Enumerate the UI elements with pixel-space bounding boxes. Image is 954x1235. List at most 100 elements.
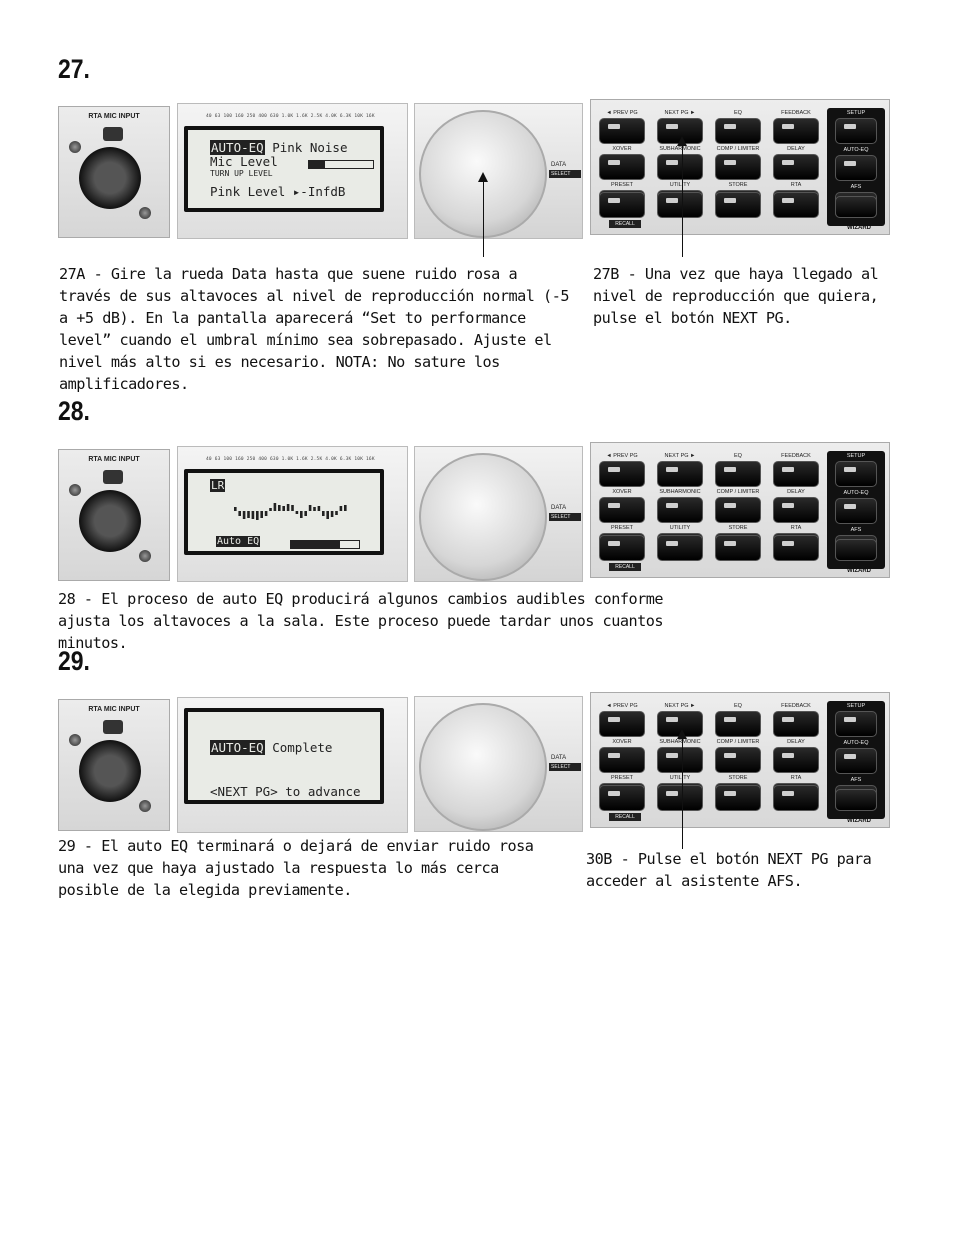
keypad-button[interactable] [657,192,703,218]
keypad-button-label: UTILITY [669,525,691,531]
screw-icon [139,207,151,219]
keypad-button[interactable] [773,192,819,218]
keypad-button[interactable] [599,747,645,773]
data-wheel[interactable] [419,703,547,831]
keypad-button-label: PRESET [610,775,633,781]
keypad-button[interactable] [773,118,819,144]
keypad-button[interactable] [599,461,645,487]
keypad-button[interactable] [657,461,703,487]
screw-icon [69,141,81,153]
eq-bar [286,504,290,511]
lcd-mode-badge: AUTO-EQ [210,740,265,755]
eq-bar [264,511,268,516]
wizard-button[interactable] [835,196,877,218]
lcd-line1: Pink Noise [272,140,348,155]
keypad-button[interactable] [599,711,645,737]
led-indicator [666,503,678,508]
keypad-button-label: SUBHARMONIC [659,739,701,745]
keypad-button[interactable] [773,154,819,180]
wizard-button[interactable] [835,789,877,811]
keypad-button[interactable] [599,192,645,218]
keypad-button[interactable] [715,747,761,773]
callout-arrow-icon [478,172,488,182]
keypad-button[interactable] [773,747,819,773]
wizard-button[interactable] [835,539,877,561]
keypad-button[interactable] [657,535,703,561]
keypad-button-label: STORE [728,182,748,188]
led-indicator [608,717,620,722]
wizard-button-label: AUTO-EQ [843,490,869,496]
led-indicator [844,124,856,129]
caption-28: 28 - El proceso de auto EQ producirá alg… [58,590,664,652]
led-indicator [724,198,736,203]
lcd-line3: TURN UP LEVEL [210,169,273,178]
keypad-button[interactable] [715,461,761,487]
keypad-button[interactable] [715,497,761,523]
step-number: 29. [58,646,90,676]
keypad-button[interactable] [657,747,703,773]
wizard-button[interactable] [835,711,877,737]
eq-bar [273,503,277,511]
frequency-labels: 40 63 100 160 250 400 630 1.0K 1.6K 2.5K… [206,114,375,119]
led-indicator [782,753,794,758]
wizard-label: WIZARD [847,818,871,824]
screw-icon [139,550,151,562]
led-indicator [724,541,736,546]
keypad-button-label: RTA [790,182,802,188]
keypad-button[interactable] [715,118,761,144]
caption-27b: 27B - Una vez que haya llegado al nivel … [593,265,879,327]
led-indicator [844,161,856,166]
led-indicator [666,124,678,129]
data-wheel[interactable] [419,453,547,581]
keypad-button[interactable] [715,154,761,180]
keypad-button[interactable] [599,535,645,561]
led-indicator [724,791,736,796]
recall-label: RECALL [609,563,641,571]
eq-bar [330,511,334,517]
lr-badge: LR [210,479,226,492]
keypad-button[interactable] [599,118,645,144]
eq-bar [291,505,294,511]
keypad-button[interactable] [773,711,819,737]
callout-line [682,737,683,849]
led-indicator [724,124,736,129]
wizard-label: WIZARD [847,225,871,231]
led-indicator [782,541,794,546]
led-indicator [782,503,794,508]
wizard-button[interactable] [835,461,877,487]
keypad-button[interactable] [657,154,703,180]
keypad-button[interactable] [715,711,761,737]
keypad-button[interactable] [599,785,645,811]
wizard-label: WIZARD [847,568,871,574]
led-indicator [782,160,794,165]
keypad-button-label: NEXT PG ► [664,703,696,709]
keypad-button[interactable] [773,461,819,487]
keypad-button[interactable] [657,497,703,523]
keypad-button[interactable] [773,535,819,561]
screw-icon [139,800,151,812]
keypad-button[interactable] [715,192,761,218]
led-indicator [782,791,794,796]
keypad-button[interactable] [773,497,819,523]
wizard-button-label: SETUP [846,453,866,459]
keypad-button[interactable] [773,785,819,811]
keypad-button-label: DELAY [787,489,805,495]
wizard-button[interactable] [835,155,877,181]
wizard-button[interactable] [835,498,877,524]
lcd-screen: LR Auto EQ [188,473,380,551]
caption-27a: 27A - Gire la rueda Data hasta que suene… [59,265,569,393]
keypad-button[interactable] [715,535,761,561]
keypad-button-label: DELAY [787,739,805,745]
keypad-button[interactable] [599,497,645,523]
keypad-button[interactable] [599,154,645,180]
led-indicator [782,124,794,129]
wizard-button-label: AFS [850,184,862,190]
led-indicator [782,198,794,203]
eq-bar [326,511,329,519]
keypad-button[interactable] [715,785,761,811]
keypad-button[interactable] [657,785,703,811]
keypad-button-label: UTILITY [669,182,691,188]
wizard-button[interactable] [835,748,877,774]
wizard-button[interactable] [835,118,877,144]
